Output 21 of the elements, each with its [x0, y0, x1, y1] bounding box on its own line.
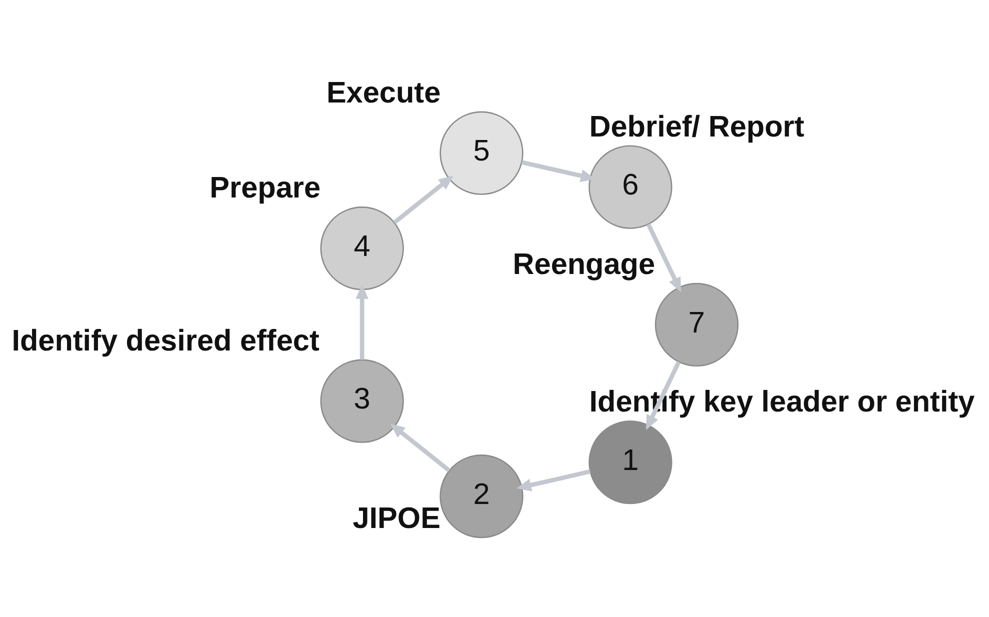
node-circle: 3	[320, 359, 404, 443]
arrow	[356, 284, 368, 360]
node-label: Execute	[326, 76, 441, 110]
node-circle: 2	[440, 454, 524, 538]
node-label: Identify desired effect	[12, 324, 320, 358]
arrow	[521, 160, 596, 182]
node-label: Reengage	[512, 248, 656, 282]
node-circle: 1	[588, 420, 672, 504]
node-circle: 4	[320, 206, 404, 290]
node-label: Debrief/ Report	[589, 110, 804, 144]
arrow	[390, 423, 451, 472]
arrow	[393, 175, 454, 224]
node-circle: 6	[588, 145, 672, 229]
node-circle: 7	[654, 282, 739, 367]
arrow	[516, 469, 591, 492]
node-label: Identify key leader or entity	[589, 386, 975, 419]
node-label: JIPOE	[352, 502, 440, 536]
arrow	[646, 361, 681, 430]
node-label: Prepare	[210, 172, 321, 205]
node-circle: 5	[440, 111, 524, 195]
arrow	[646, 223, 682, 292]
